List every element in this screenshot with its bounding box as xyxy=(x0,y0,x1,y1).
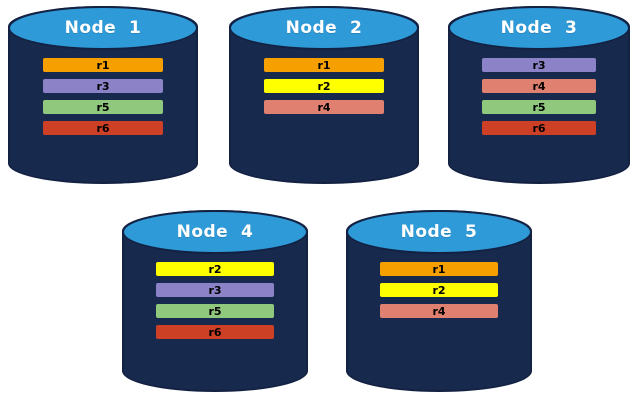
replica-bar[interactable]: r5 xyxy=(43,100,163,114)
replica-list: r2 r3 r5 r6 xyxy=(122,262,308,339)
replica-bar[interactable]: r3 xyxy=(156,283,274,297)
replica-bar[interactable]: r4 xyxy=(380,304,498,318)
replica-bar[interactable]: r4 xyxy=(264,100,384,114)
replica-list: r1 r2 r4 xyxy=(346,262,532,318)
replica-bar[interactable]: r2 xyxy=(264,79,384,93)
replica-list: r3 r4 r5 r6 xyxy=(448,58,630,135)
cylinder-top-ellipse xyxy=(8,6,198,50)
database-node-cylinder[interactable]: Node 5 r1 r2 r4 xyxy=(346,210,532,392)
replica-bar[interactable]: r4 xyxy=(481,79,597,93)
replica-bar[interactable]: r6 xyxy=(481,121,597,135)
node-label: Node 4 xyxy=(176,222,254,242)
replica-list: r1 r3 r5 r6 xyxy=(8,58,198,135)
cylinder-top-ellipse xyxy=(346,210,532,254)
replica-bar[interactable]: r5 xyxy=(481,100,597,114)
cylinder-top-ellipse xyxy=(448,6,630,50)
replica-bar[interactable]: r2 xyxy=(380,283,498,297)
replica-bar[interactable]: r3 xyxy=(43,79,163,93)
replica-bar[interactable]: r1 xyxy=(264,58,384,72)
node-label: Node 5 xyxy=(400,222,478,242)
node-label: Node 1 xyxy=(64,18,142,38)
database-node-cylinder[interactable]: Node 3 r3 r4 r5 r6 xyxy=(448,6,630,184)
database-node-cylinder[interactable]: Node 4 r2 r3 r5 r6 xyxy=(122,210,308,392)
database-node-cylinder[interactable]: Node 2 r1 r2 r4 xyxy=(229,6,419,184)
replica-bar[interactable]: r3 xyxy=(481,58,597,72)
cylinder-top-ellipse xyxy=(229,6,419,50)
node-label: Node 3 xyxy=(500,18,578,38)
replica-bar[interactable]: r2 xyxy=(156,262,274,276)
replica-bar[interactable]: r6 xyxy=(43,121,163,135)
replica-bar[interactable]: r6 xyxy=(156,325,274,339)
replica-bar[interactable]: r1 xyxy=(43,58,163,72)
replica-list: r1 r2 r4 xyxy=(229,58,419,114)
node-label: Node 2 xyxy=(285,18,363,38)
cylinder-top-ellipse xyxy=(122,210,308,254)
database-node-cylinder[interactable]: Node 1 r1 r3 r5 r6 xyxy=(8,6,198,184)
replica-bar[interactable]: r1 xyxy=(380,262,498,276)
replica-bar[interactable]: r5 xyxy=(156,304,274,318)
